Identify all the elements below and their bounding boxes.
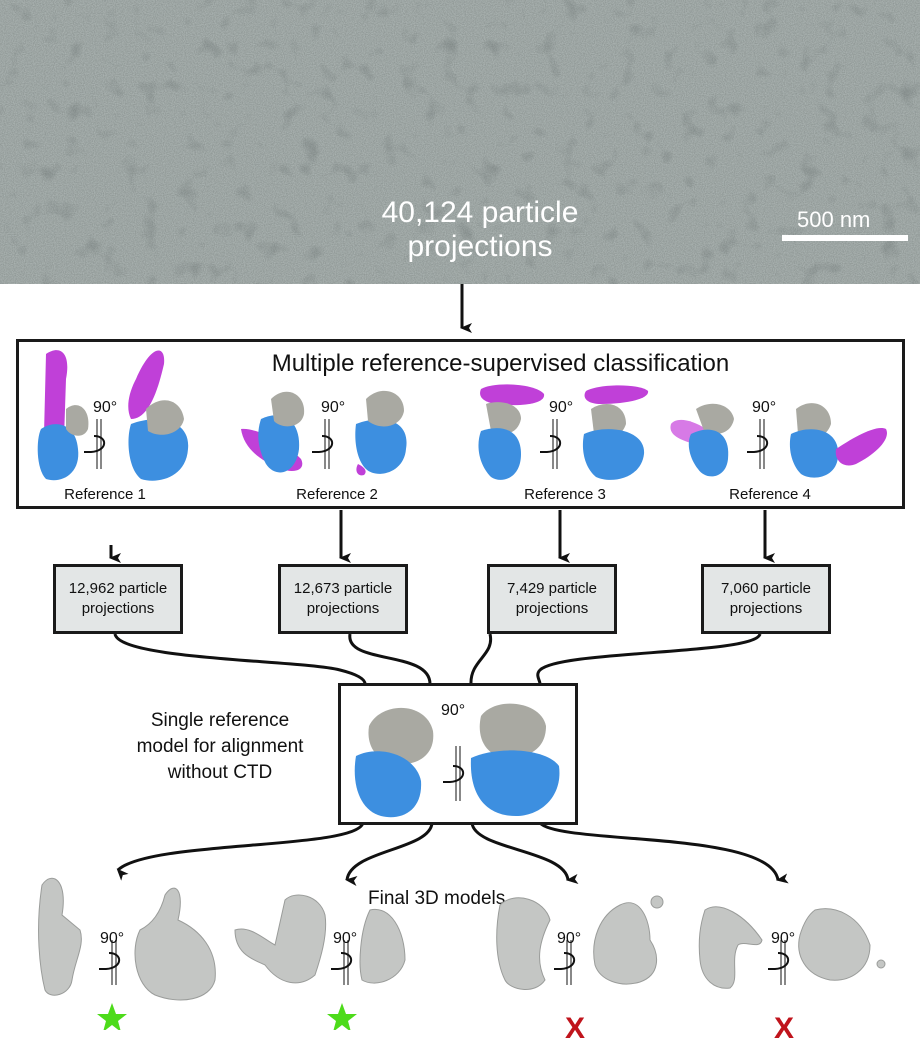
final-model-2-rotation: 90° [333,930,358,947]
cryo-em-micrograph [0,0,920,284]
reject-x-icon-model-4: X [774,1012,795,1045]
star-icon [97,1003,127,1030]
star-icon [327,1003,357,1030]
reference-structures [37,350,887,481]
reference-4-label: Reference 4 [729,486,811,503]
single-reference-panel: 90° [338,683,578,825]
total-projections-line2: projections [407,230,553,263]
count-1-value: 12,962 particle [68,580,168,597]
total-projections-label: 40,124 particle projections [330,196,630,264]
reference-2-label: Reference 2 [296,486,378,503]
count-4-value: 7,060 particle [720,580,812,597]
rotation-arrow-icon [443,765,465,783]
single-reference-line3: without CTD [167,762,273,783]
reference-1-structure [37,350,189,481]
single-reference-line1: Single reference [150,710,290,731]
classification-panel: Multiple reference-supervised classifica… [16,339,905,509]
count-box-reference-2: 12,673 particle projections [278,564,408,634]
final-rotation-arrow-icons [99,952,790,970]
final-rotation-axis-icons [111,940,786,985]
reference-2-structure [241,390,407,476]
count-3-unit: projections [515,600,589,617]
count-2-unit: projections [306,600,380,617]
total-projections-line1: 40,124 particle [381,196,579,229]
reference-1-label: Reference 1 [64,486,146,503]
reference-3-label: Reference 3 [524,486,606,503]
reference-1-rotation: 90° [93,399,118,416]
reference-4-structure [670,403,887,478]
rotation-arrow-icons [84,435,769,453]
count-box-reference-3: 7,429 particle projections [487,564,617,634]
count-1-unit: projections [81,600,155,617]
final-model-3-rotation: 90° [557,930,582,947]
reference-4-rotation: 90° [752,399,777,416]
count-3-value: 7,429 particle [506,580,598,597]
final-model-4-rotation: 90° [771,930,796,947]
count-4-unit: projections [729,600,803,617]
scale-bar-label: 500 nm [797,207,871,232]
final-model-1-rotation: 90° [100,930,125,947]
single-reference-label: Single reference model for alignment wit… [110,708,330,786]
final-models-title: Final 3D models [368,888,506,909]
micrograph-texture [0,0,920,284]
single-reference-structure [354,703,560,818]
final-3d-models [38,877,886,1030]
count-box-reference-1: 12,962 particle projections [53,564,183,634]
scale-bar [782,235,908,241]
single-reference-rotation: 90° [441,702,466,719]
rotation-axis-icons [96,419,765,469]
classification-title: Multiple reference-supervised classifica… [271,350,730,377]
count-2-value: 12,673 particle [293,580,393,597]
reject-x-icon-model-3: X [565,1012,586,1045]
reference-3-rotation: 90° [549,399,574,416]
reference-2-rotation: 90° [321,399,346,416]
single-reference-line2: model for alignment [136,736,304,757]
count-box-reference-4: 7,060 particle projections [701,564,831,634]
reference-3-structure [478,384,649,480]
